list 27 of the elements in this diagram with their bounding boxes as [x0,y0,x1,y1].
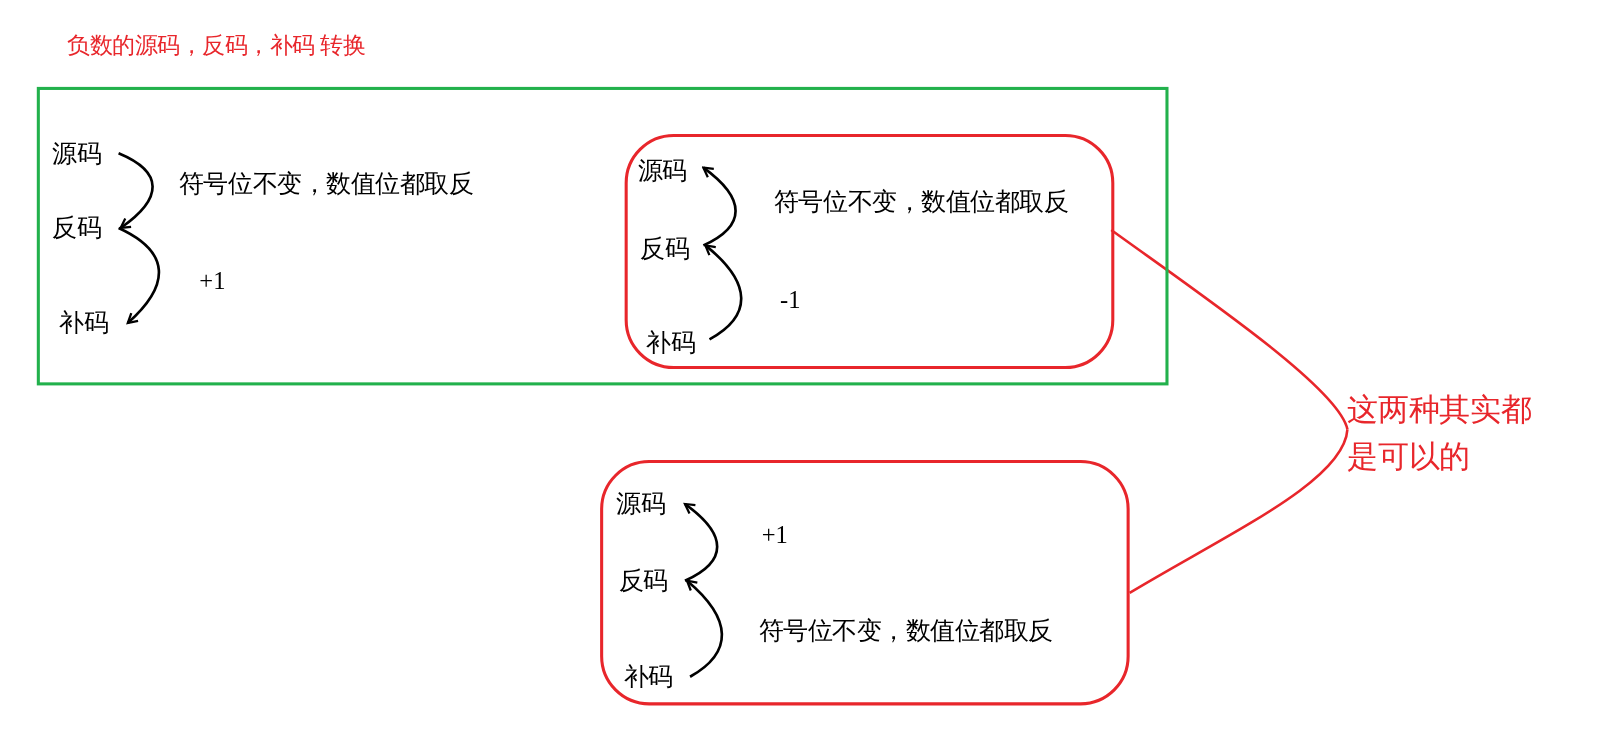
code-label: 反码 [52,212,102,244]
curved-arrow [118,226,161,325]
code-label: 补码 [623,661,673,693]
code-label: 反码 [639,233,690,264]
edge-label: +1 [199,266,226,297]
curved-arrow [704,244,743,341]
code-label: 源码 [637,155,687,187]
edge-label: 符号位不变，数值位都取反 [773,187,1069,217]
curved-arrow [683,502,719,582]
note-text: 这两种其实都是可以的 [1347,386,1552,481]
code-label: 反码 [618,565,668,596]
code-label: 补码 [646,327,696,358]
rounded-box [624,133,1115,370]
curved-arrow [702,166,737,247]
rounded-box [600,460,1130,706]
connector-line [1129,429,1349,595]
edge-label: 符号位不变，数值位都取反 [758,616,1053,647]
code-label: 源码 [616,488,666,520]
code-label: 补码 [59,307,109,339]
curved-arrow [685,579,724,678]
frame-box [36,86,1169,386]
curved-arrow [118,152,154,230]
edge-label: +1 [761,520,788,550]
edge-label: -1 [780,285,801,315]
title: 负数的源码，反码，补码 转换 [67,31,366,61]
code-label: 源码 [52,138,102,169]
edge-label: 符号位不变，数值位都取反 [178,169,474,200]
